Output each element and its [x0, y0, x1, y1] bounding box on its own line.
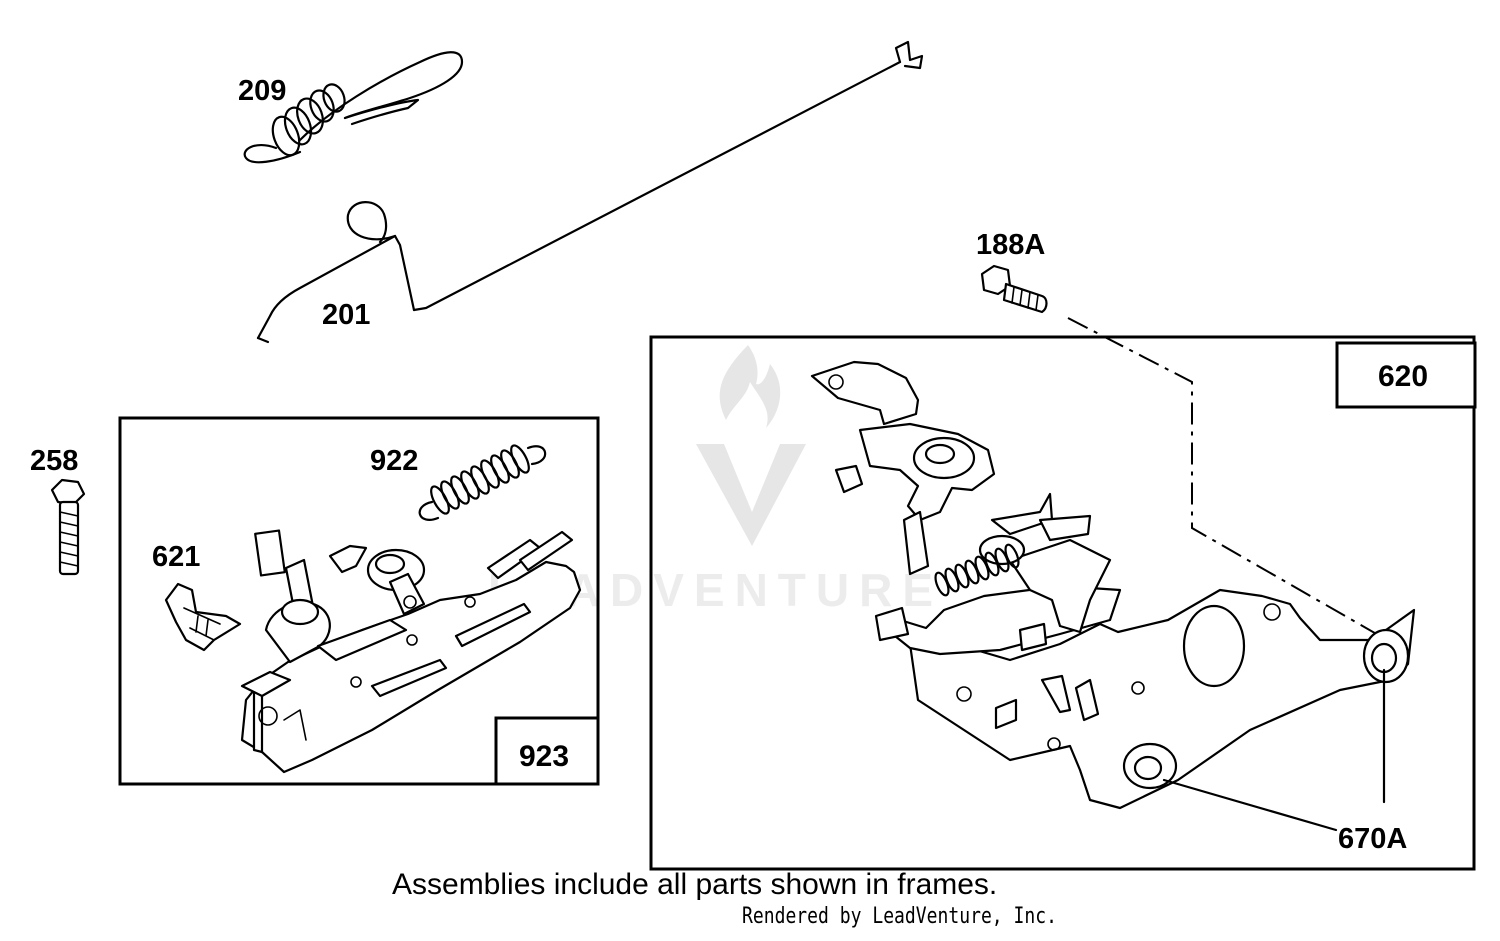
clip-621 [164, 582, 242, 652]
screw-188a [980, 264, 1048, 314]
diagram-caption: Assemblies include all parts shown in fr… [392, 868, 998, 901]
spring-922 [418, 444, 547, 521]
leaders-670a [1162, 668, 1386, 832]
label-188a: 188A [976, 229, 1045, 261]
label-621: 621 [152, 541, 200, 573]
leader-188a [1067, 317, 1381, 637]
label-201: 201 [322, 299, 370, 331]
governor-assembly-620 [810, 360, 1416, 810]
frame-label-923: 923 [519, 740, 569, 773]
label-670a: 670A [1338, 823, 1407, 855]
frame-620 [649, 335, 1477, 871]
spring-209 [243, 51, 464, 164]
governor-assembly-923 [240, 529, 582, 774]
label-922: 922 [370, 445, 418, 477]
frame-label-620: 620 [1378, 360, 1428, 393]
label-209: 209 [238, 75, 286, 107]
bolt-258 [50, 478, 86, 576]
render-credit: Rendered by LeadVenture, Inc. [742, 904, 1057, 929]
link-rod-201 [256, 40, 924, 344]
label-258: 258 [30, 445, 78, 477]
frame-923 [118, 416, 600, 786]
